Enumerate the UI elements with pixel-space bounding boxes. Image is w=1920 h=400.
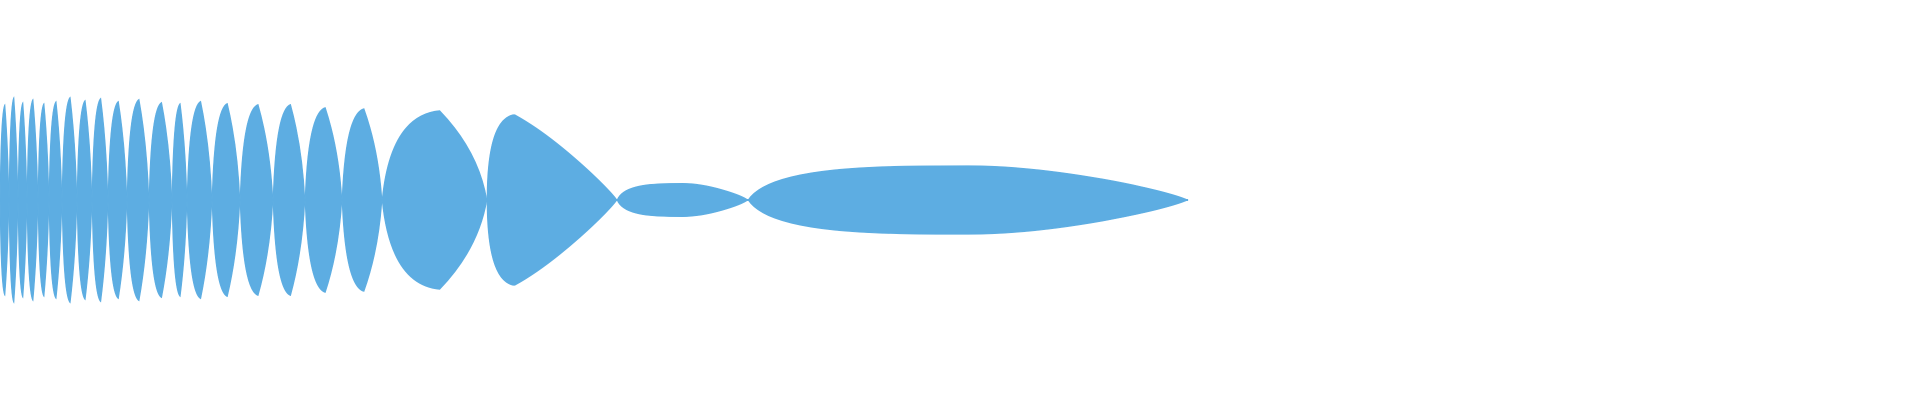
waveform-centerline: [0, 199, 1188, 201]
